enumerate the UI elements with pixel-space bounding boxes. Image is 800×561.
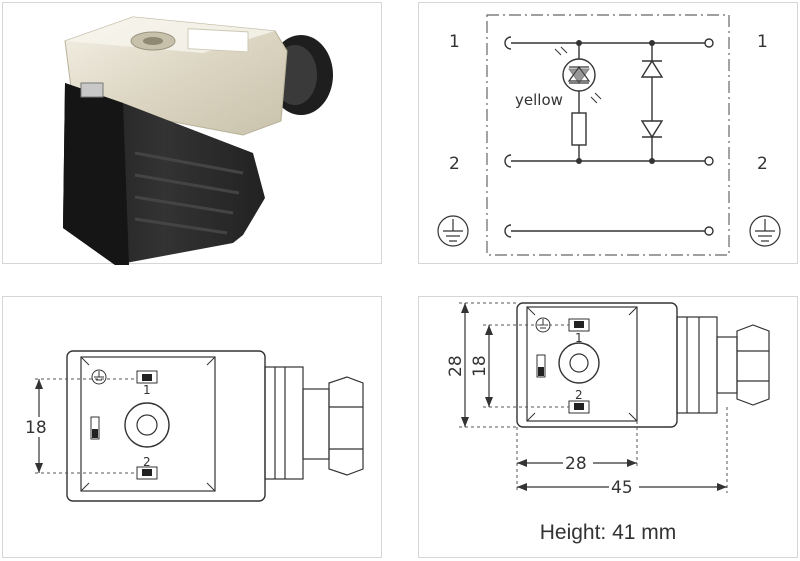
pin1-contact xyxy=(568,318,590,332)
pin1-label: 1 xyxy=(575,331,583,345)
height-dimension: 28 xyxy=(446,355,466,377)
pin1-label: 1 xyxy=(143,383,151,397)
dimension-drawing: 1 2 28 18 2 xyxy=(446,302,770,498)
pin2-label: 2 xyxy=(575,388,583,402)
housing-boundary xyxy=(486,14,730,256)
front-view-drawing: 1 2 18 xyxy=(25,350,364,502)
pin-spacing-dimension: 18 xyxy=(25,418,47,438)
pin2-right-label: 2 xyxy=(757,154,768,174)
ground-symbol-icon xyxy=(749,215,781,247)
wiring-schematic: 1 1 2 2 xyxy=(437,14,781,256)
height-note: Height: 41 mm xyxy=(539,521,677,544)
pin2-left-label: 2 xyxy=(449,154,460,174)
pin1-contact xyxy=(136,370,158,384)
pin2-contact xyxy=(568,400,590,414)
connector-photo xyxy=(63,16,333,265)
pin-spacing-dimension: 18 xyxy=(470,355,490,377)
wiring-schematic-panel: 1 1 2 2 xyxy=(418,2,798,264)
ground-symbol-icon xyxy=(91,369,107,385)
pin2-contact xyxy=(136,466,158,480)
diode-icon xyxy=(640,120,664,139)
dimension-drawing-panel: 1 2 28 18 2 xyxy=(418,296,798,558)
front-view-panel: 1 2 18 xyxy=(2,296,382,558)
width-dimension: 28 xyxy=(565,454,587,474)
ground-symbol-icon xyxy=(437,215,469,247)
led-icon xyxy=(554,46,602,104)
diode-icon xyxy=(640,59,664,78)
total-length-dimension: 45 xyxy=(611,478,633,498)
pin1-right-label: 1 xyxy=(757,32,768,52)
pin2-label: 2 xyxy=(143,455,151,469)
pin1-left-label: 1 xyxy=(449,32,460,52)
product-photo-panel xyxy=(2,2,382,265)
led-color-label: yellow xyxy=(515,91,563,109)
resistor-icon xyxy=(571,112,587,146)
